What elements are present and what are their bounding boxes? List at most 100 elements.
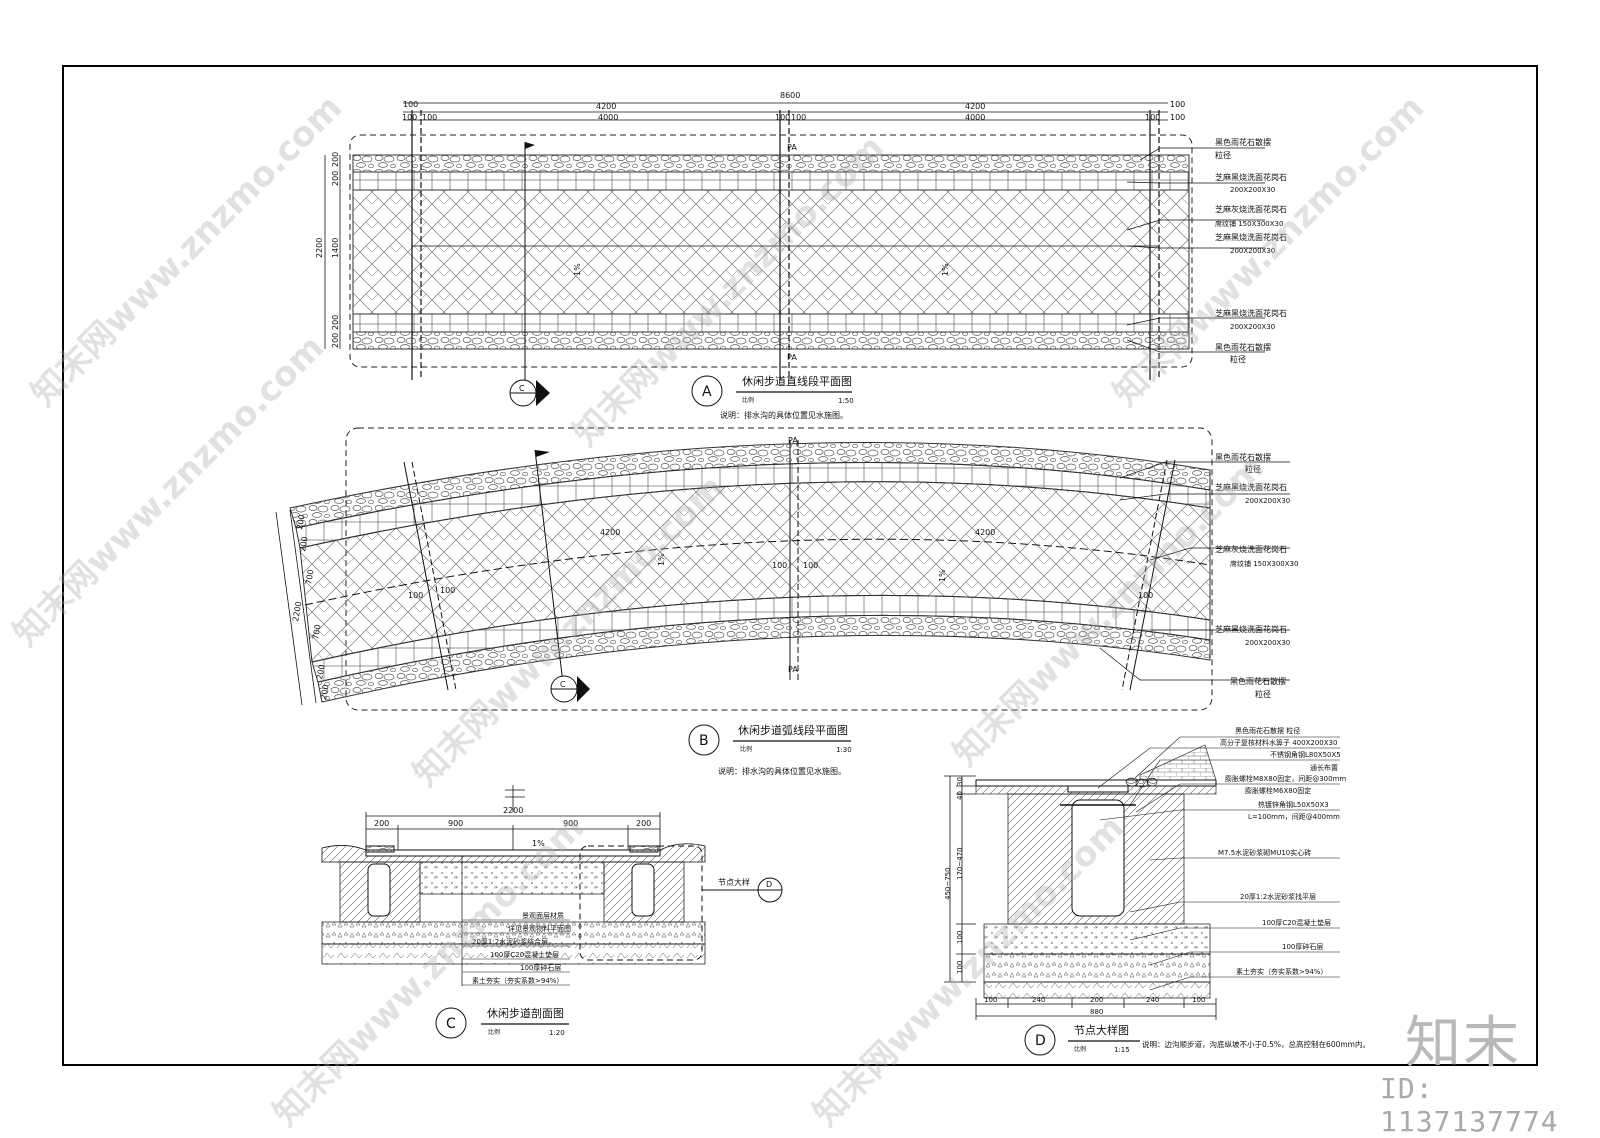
section-c-title-letter: C (446, 1016, 456, 1032)
plan-a-slope-2: 1% (941, 263, 950, 276)
plan-b-small-2: 100 (803, 561, 818, 570)
plan-b-label-4-l2: 粒径 (1255, 689, 1271, 699)
detail-d-title-circle (1024, 1024, 1056, 1056)
plan-b-note: 说明：排水沟的具体位置见水施图。 (718, 766, 846, 776)
section-c-layer-3: 100厚C20混凝土垫层 (490, 950, 559, 959)
plan-a-pa-bottom: PA (787, 353, 797, 362)
plan-a-flag (525, 142, 535, 149)
plan-a-dims-top (403, 102, 1168, 121)
section-c-title: 休闲步道剖面图 (487, 1006, 564, 1020)
section-c-soil (321, 943, 706, 965)
section-c-layer-2: 20厚1:2水泥砂浆结合层 (472, 937, 548, 946)
detail-d-label-11: 100厚碎石层 (1282, 942, 1323, 951)
detail-d-dim-l2: 170~470 (956, 847, 964, 880)
plan-b-label-3-l1: 芝麻黑烧洗面花岗石 (1215, 624, 1287, 634)
detail-d-paving-right (1139, 744, 1217, 781)
plan-a-pebble-bottom (352, 331, 1190, 350)
detail-d-gravel (983, 953, 1211, 983)
detail-d-leaders (1097, 736, 1340, 991)
detail-d-paving-left (975, 779, 1217, 787)
plan-b-title-letter: B (699, 733, 709, 749)
plan-b-small-3: 100 (408, 591, 423, 600)
brand-logo: 知末 (1405, 1011, 1521, 1076)
plan-a-dim-t2-0: 100 (402, 113, 417, 122)
plan-b-flag (535, 450, 550, 457)
plan-a-dims-left (324, 155, 341, 349)
detail-d-dim-total: 450~750 (944, 867, 952, 900)
plan-a-dim-t1-0: 100 (403, 100, 418, 109)
plan-b-section-arrow (577, 676, 590, 702)
plan-b-centerline (304, 538, 1211, 606)
detail-d-label-6: 热镀锌角钢L50X50X3 (1258, 800, 1329, 809)
detail-d-dim-b1: 240 (1032, 996, 1045, 1004)
plan-b-slope-1: 1% (657, 553, 666, 566)
plan-a-label-2-l2: 席纹铺 150X300X30 (1215, 219, 1283, 228)
plan-a-tile-top (352, 171, 1190, 191)
detail-d-label-0: 黑色雨花石散摆 粒径 (1235, 726, 1300, 735)
plan-a-pebble-top (352, 154, 1190, 173)
plan-a-dim-t1-3: 4200 (965, 102, 985, 111)
detail-d-label-1: 高分子复核材料水箅子 400X200X30 (1220, 738, 1337, 747)
detail-d-label-8: M7.5水泥砂浆砌MU10实心砖 (1218, 848, 1311, 857)
plan-a-label-5-l2: 粒径 (1230, 354, 1246, 364)
plan-b-joints (403, 440, 1176, 691)
section-c-detail-bound (579, 845, 703, 961)
plan-b-arc-dim-1: 4200 (600, 528, 620, 537)
detail-d-label-3: 通长布置 (1310, 763, 1338, 772)
detail-d-channel (1071, 799, 1125, 917)
plan-b-title: 休闲步道弧线段平面图 (738, 723, 848, 737)
detail-d-label-5: 膨胀螺栓M6X80固定 (1245, 786, 1311, 795)
plan-b-pa-top: PA (788, 436, 798, 445)
plan-a-label-2-l1: 芝麻灰烧洗面花岗石 (1215, 204, 1287, 214)
section-c-slope: 1% (532, 839, 545, 848)
plan-a-dim-total: 2200 (315, 238, 324, 258)
plan-a-pa-top: PA (787, 143, 797, 152)
plan-a-tile-bottom (352, 313, 1190, 333)
detail-d-dim-l4: 100 (956, 961, 964, 974)
detail-d-dims-left (944, 775, 976, 983)
section-c-dim-total: 2200 (503, 806, 523, 815)
plan-a-dim-t1-1: 4200 (596, 102, 616, 111)
sheet-border (62, 65, 1538, 1066)
plan-a-label-1-l1: 芝麻黑烧洗面花岗石 (1215, 172, 1287, 182)
plan-a-label-3-l2: 200X200X30 (1230, 247, 1275, 255)
plan-b-dim-l4: 200 (315, 664, 327, 681)
detail-d-soil (983, 981, 1211, 999)
plan-b-scale: 1:30 (836, 746, 852, 754)
plan-a-dim-t2-6: 100 (1145, 113, 1160, 122)
plan-a-herringbone (352, 189, 1190, 315)
plan-a-dim-l3: 200 (331, 315, 340, 330)
section-c-title-circle (435, 1007, 467, 1039)
plan-a: 100 4200 8600 4200 100 100 100 4000 100 … (315, 91, 1287, 420)
plan-a-dim-t2-7: 100 (1170, 113, 1185, 122)
detail-d-grate (1067, 785, 1129, 793)
plan-b-pa-bottom: PA (788, 665, 798, 674)
plan-a-label-4-l1: 芝麻黑烧洗面花岗石 (1215, 308, 1287, 318)
section-c-dim-2: 900 (563, 819, 578, 828)
plan-a-scale: 1:50 (838, 397, 854, 405)
plan-a-dim-t2-1: 100 (422, 113, 437, 122)
plan-b-section-letter: C (560, 680, 566, 689)
plan-a-dim-t2-2: 4000 (598, 113, 618, 122)
plan-b-label-1-l1: 芝麻黑烧洗面花岗石 (1215, 482, 1287, 492)
plan-b-dim-l1: 200 (298, 536, 310, 553)
detail-d-dim-b0: 100 (984, 996, 997, 1004)
plan-a-dim-l4: 200 (331, 333, 340, 348)
plan-b-label-4-l1: 黑色雨花石散摆 (1230, 676, 1286, 686)
detail-d-dim-b2: 200 (1090, 996, 1103, 1004)
section-c: 2200 200 900 900 200 1% 节点大样 D 景观面层材质 详见… (321, 785, 783, 1039)
plan-a-dim-t1-2: 8600 (780, 91, 800, 100)
plan-b-dim-l0: 200 (295, 514, 307, 531)
plan-a-dim-l0: 200 (331, 152, 340, 167)
plan-b: 4200 4200 100 100 100 100 100 200 200 70… (275, 427, 1298, 776)
plan-a-joints (411, 110, 1160, 380)
plan-b-dim-l3: 700 (311, 624, 323, 641)
section-c-layer-4: 100厚碎石层 (520, 963, 561, 972)
detail-d-dim-b3: 240 (1146, 996, 1159, 1004)
plan-a-scale-label: 比例 (742, 396, 754, 404)
detail-d-label-7: L=100mm，间距@400mm (1248, 813, 1340, 821)
plan-a-title: 休闲步道直线段平面图 (742, 374, 852, 388)
detail-d-scale-label: 比例 (1074, 1045, 1086, 1053)
detail-d-label-4: 膨胀螺栓M8X80固定，间距@300mm (1225, 774, 1346, 783)
section-c-layer-1: 详见景观物料平面图 (508, 924, 571, 933)
